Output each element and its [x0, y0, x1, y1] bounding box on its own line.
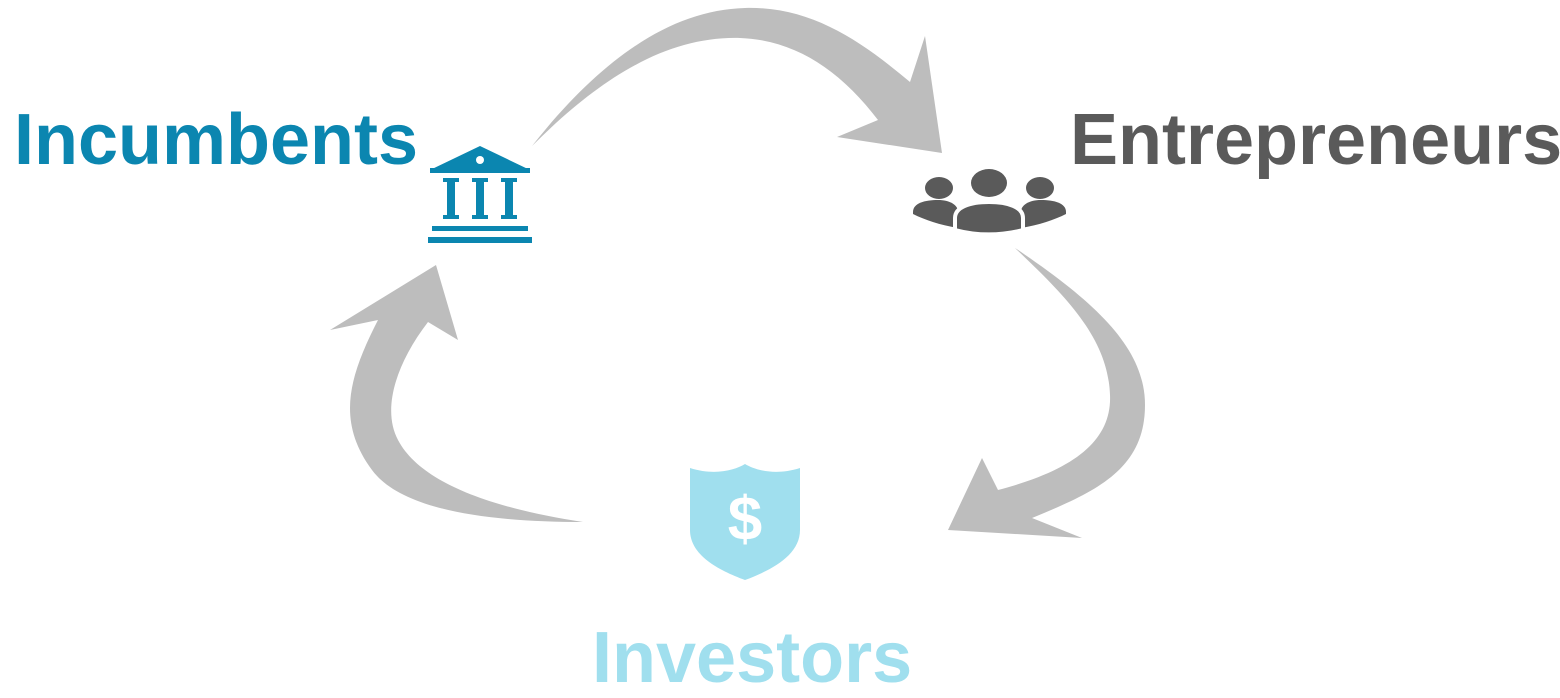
- arrow-investors-to-incumbents: [330, 265, 583, 522]
- incumbents-label: Incumbents: [14, 104, 418, 176]
- entrepreneurs-label: Entrepreneurs: [1070, 104, 1560, 176]
- shield-dollar-icon: $: [690, 464, 800, 580]
- investors-label: Investors: [592, 622, 912, 694]
- bank-icon: [428, 146, 532, 243]
- arrow-entrepreneurs-to-investors: [948, 248, 1145, 538]
- arrow-incumbents-to-entrepreneurs: [532, 8, 942, 153]
- svg-text:$: $: [728, 485, 762, 554]
- users-group-icon: [913, 169, 1066, 235]
